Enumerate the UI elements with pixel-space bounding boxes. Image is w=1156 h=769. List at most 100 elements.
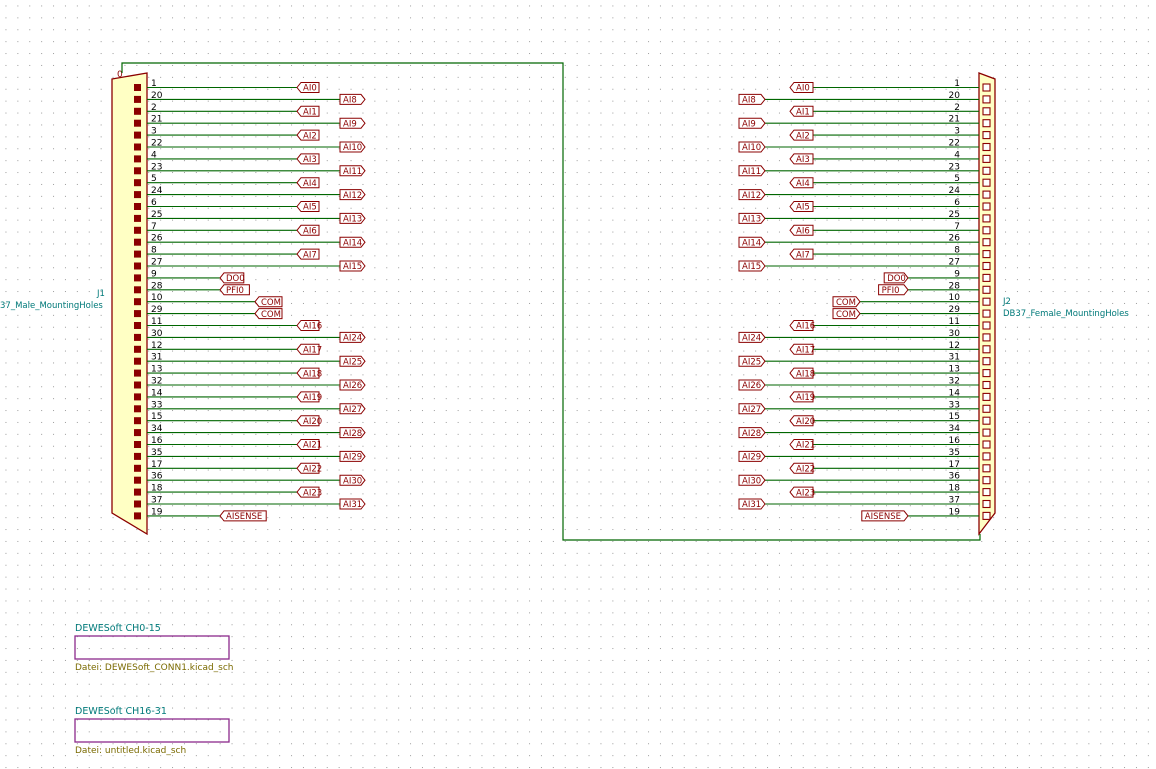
net-label-ai6[interactable]: AI6 (296, 224, 320, 237)
j2-pin-33[interactable]: 33 (765, 400, 991, 413)
j1-pin-17[interactable]: 17 (134, 460, 297, 472)
net-label-ai7[interactable]: AI7 (296, 248, 320, 260)
j1-pin-6[interactable]: 6 (134, 198, 297, 210)
net-label-ai26[interactable]: AI26 (339, 379, 366, 391)
j1-pin-36[interactable]: 36 (134, 472, 340, 484)
j2-pin-18[interactable]: 18 (813, 484, 991, 497)
j2-pin-3[interactable]: 3 (813, 127, 991, 140)
j2-pin-6[interactable]: 6 (813, 198, 991, 211)
j2-pin-1[interactable]: 1 (813, 79, 991, 92)
j1-pin-27[interactable]: 27 (134, 258, 340, 270)
net-label-ai28[interactable]: AI28 (339, 427, 366, 439)
j1-pin-2[interactable]: 2 (134, 103, 297, 115)
connector-j2[interactable]: 1202213224235246257268279281029113012311… (765, 72, 1129, 536)
net-label-ai28[interactable]: AI28 (738, 427, 766, 439)
net-label-ai22[interactable]: AI22 (789, 462, 815, 475)
j2-pin-37[interactable]: 37 (765, 496, 991, 509)
net-label-ai19[interactable]: AI19 (296, 391, 322, 403)
j1-pin-7[interactable]: 7 (134, 222, 297, 234)
j2-pin-30[interactable]: 30 (765, 329, 991, 342)
net-label-com[interactable]: COM (254, 308, 283, 320)
net-label-ai31[interactable]: AI31 (339, 498, 366, 510)
net-label-ai23[interactable]: AI23 (789, 486, 815, 498)
net-label-ai21[interactable]: AI21 (789, 439, 815, 451)
j2-pin-17[interactable]: 17 (813, 460, 991, 473)
net-label-ai27[interactable]: AI27 (738, 403, 766, 415)
net-label-aisense[interactable]: AISENSE (861, 510, 909, 522)
j1-pin-23[interactable]: 23 (134, 162, 340, 175)
j1-pin-20[interactable]: 20 (134, 91, 340, 103)
net-label-ai20[interactable]: AI20 (789, 415, 815, 427)
sheet-box[interactable] (74, 635, 230, 660)
j1-pin-1[interactable]: 1 (134, 79, 297, 91)
net-label-ai24[interactable]: AI24 (738, 331, 766, 344)
j2-pin-32[interactable]: 32 (765, 377, 991, 390)
net-label-ai17[interactable]: AI17 (296, 343, 322, 356)
net-label-ai14[interactable]: AI14 (339, 236, 366, 248)
net-label-ai14[interactable]: AI14 (738, 236, 766, 248)
j2-pin-7[interactable]: 7 (813, 222, 991, 235)
net-label-ai19[interactable]: AI19 (789, 391, 815, 403)
j1-pin-22[interactable]: 22 (134, 139, 340, 151)
j1-pin-31[interactable]: 31 (134, 353, 340, 365)
j2-pin-19[interactable]: 19 (908, 507, 991, 520)
j1-pin-33[interactable]: 33 (134, 400, 340, 413)
net-label-com[interactable]: COM (832, 296, 861, 308)
sheet-box[interactable] (74, 718, 230, 743)
j2-pin-29[interactable]: 29 (860, 305, 991, 318)
net-label-ai31[interactable]: AI31 (738, 498, 766, 510)
j1-pin-26[interactable]: 26 (134, 234, 340, 246)
j1-pin-30[interactable]: 30 (134, 329, 340, 341)
net-label-ai29[interactable]: AI29 (339, 450, 366, 463)
j1-pin-4[interactable]: 4 (134, 150, 297, 163)
j1-pin-34[interactable]: 34 (134, 424, 340, 437)
j1-pin-10[interactable]: 10 (134, 293, 255, 306)
net-label-ai3[interactable]: AI3 (789, 153, 814, 165)
j2-pin-25[interactable]: 25 (765, 210, 991, 223)
net-label-ai13[interactable]: AI13 (339, 212, 366, 225)
j1-pin-13[interactable]: 13 (134, 365, 297, 377)
j2-pin-28[interactable]: 28 (908, 281, 991, 294)
net-label-ai25[interactable]: AI25 (738, 355, 766, 367)
net-label-ai6[interactable]: AI6 (789, 224, 814, 237)
j1-pin-19[interactable]: 19 (134, 507, 220, 520)
net-label-ai23[interactable]: AI23 (296, 486, 322, 498)
net-label-pfi0[interactable]: PFI0 (878, 284, 909, 296)
net-label-ai0[interactable]: AI0 (789, 82, 814, 94)
j2-pin-24[interactable]: 24 (765, 186, 991, 199)
net-label-pfi0[interactable]: PFI0 (219, 284, 250, 296)
net-label-ai26[interactable]: AI26 (738, 379, 766, 391)
net-label-ai22[interactable]: AI22 (296, 462, 322, 475)
j2-pin-26[interactable]: 26 (765, 234, 991, 247)
j2-pin-4[interactable]: 4 (813, 150, 991, 163)
j1-pin-32[interactable]: 32 (134, 377, 340, 389)
net-label-aisense[interactable]: AISENSE (219, 510, 267, 522)
connector-j1[interactable]: 0 12022132242352462572682792810291130123… (0, 70, 340, 536)
net-label-ai20[interactable]: AI20 (296, 415, 322, 427)
j2-pin-10[interactable]: 10 (860, 293, 991, 306)
j1-pin-5[interactable]: 5 (134, 174, 297, 187)
net-label-ai4[interactable]: AI4 (789, 177, 814, 189)
net-label-ai12[interactable]: AI12 (738, 189, 766, 201)
j2-pin-21[interactable]: 21 (765, 115, 991, 128)
j1-pin-29[interactable]: 29 (134, 305, 255, 318)
net-label-com[interactable]: COM (254, 296, 283, 308)
net-label-do0[interactable]: DO0 (883, 272, 909, 284)
net-label-ai12[interactable]: AI12 (339, 189, 366, 201)
j1-pin-37[interactable]: 37 (134, 496, 340, 508)
j2-pin-8[interactable]: 8 (813, 246, 991, 259)
net-label-ai16[interactable]: AI16 (296, 320, 322, 332)
j2-pin-35[interactable]: 35 (765, 448, 991, 461)
net-label-ai18[interactable]: AI18 (296, 367, 322, 379)
j1-pin-16[interactable]: 16 (134, 436, 297, 448)
j2-pin-22[interactable]: 22 (765, 139, 991, 152)
net-label-ai18[interactable]: AI18 (789, 367, 815, 379)
j2-pin-15[interactable]: 15 (813, 412, 991, 425)
net-label-ai10[interactable]: AI10 (339, 141, 366, 153)
net-label-ai9[interactable]: AI9 (738, 117, 766, 129)
j1-pin-3[interactable]: 3 (134, 127, 297, 139)
j1-pin-12[interactable]: 12 (134, 341, 297, 353)
j1-pin-21[interactable]: 21 (134, 115, 340, 127)
net-label-ai15[interactable]: AI15 (339, 260, 366, 272)
